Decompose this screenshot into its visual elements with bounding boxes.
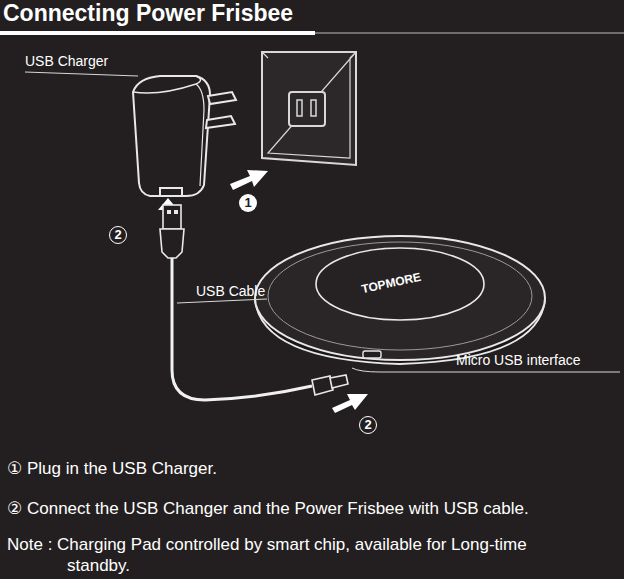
callout-number: 2: [109, 226, 127, 244]
wall-socket: [262, 52, 356, 165]
micro-usb-plug: [312, 375, 348, 395]
leader-line: [25, 72, 620, 372]
usb-charger: [133, 76, 236, 196]
title: Connecting Power Frisbee: [3, 0, 293, 27]
callout-number: 2: [359, 416, 377, 434]
usb-plug: [160, 205, 184, 258]
part-label: Micro USB interface: [456, 352, 580, 368]
title-rule: [315, 32, 624, 34]
callout-number: 1: [239, 194, 257, 212]
step-text: ② Connect the USB Changer and the Power …: [7, 498, 529, 519]
arrow: [230, 170, 268, 190]
charging-pad: [255, 236, 545, 364]
title-bar: [0, 31, 315, 35]
step-text: ① Plug in the USB Charger.: [7, 458, 217, 479]
note-text: Note : Charging Pad controlled by smart …: [7, 534, 587, 576]
arrow: [332, 394, 368, 413]
part-label: USB Cable: [196, 283, 265, 299]
part-label: USB Charger: [25, 53, 108, 69]
